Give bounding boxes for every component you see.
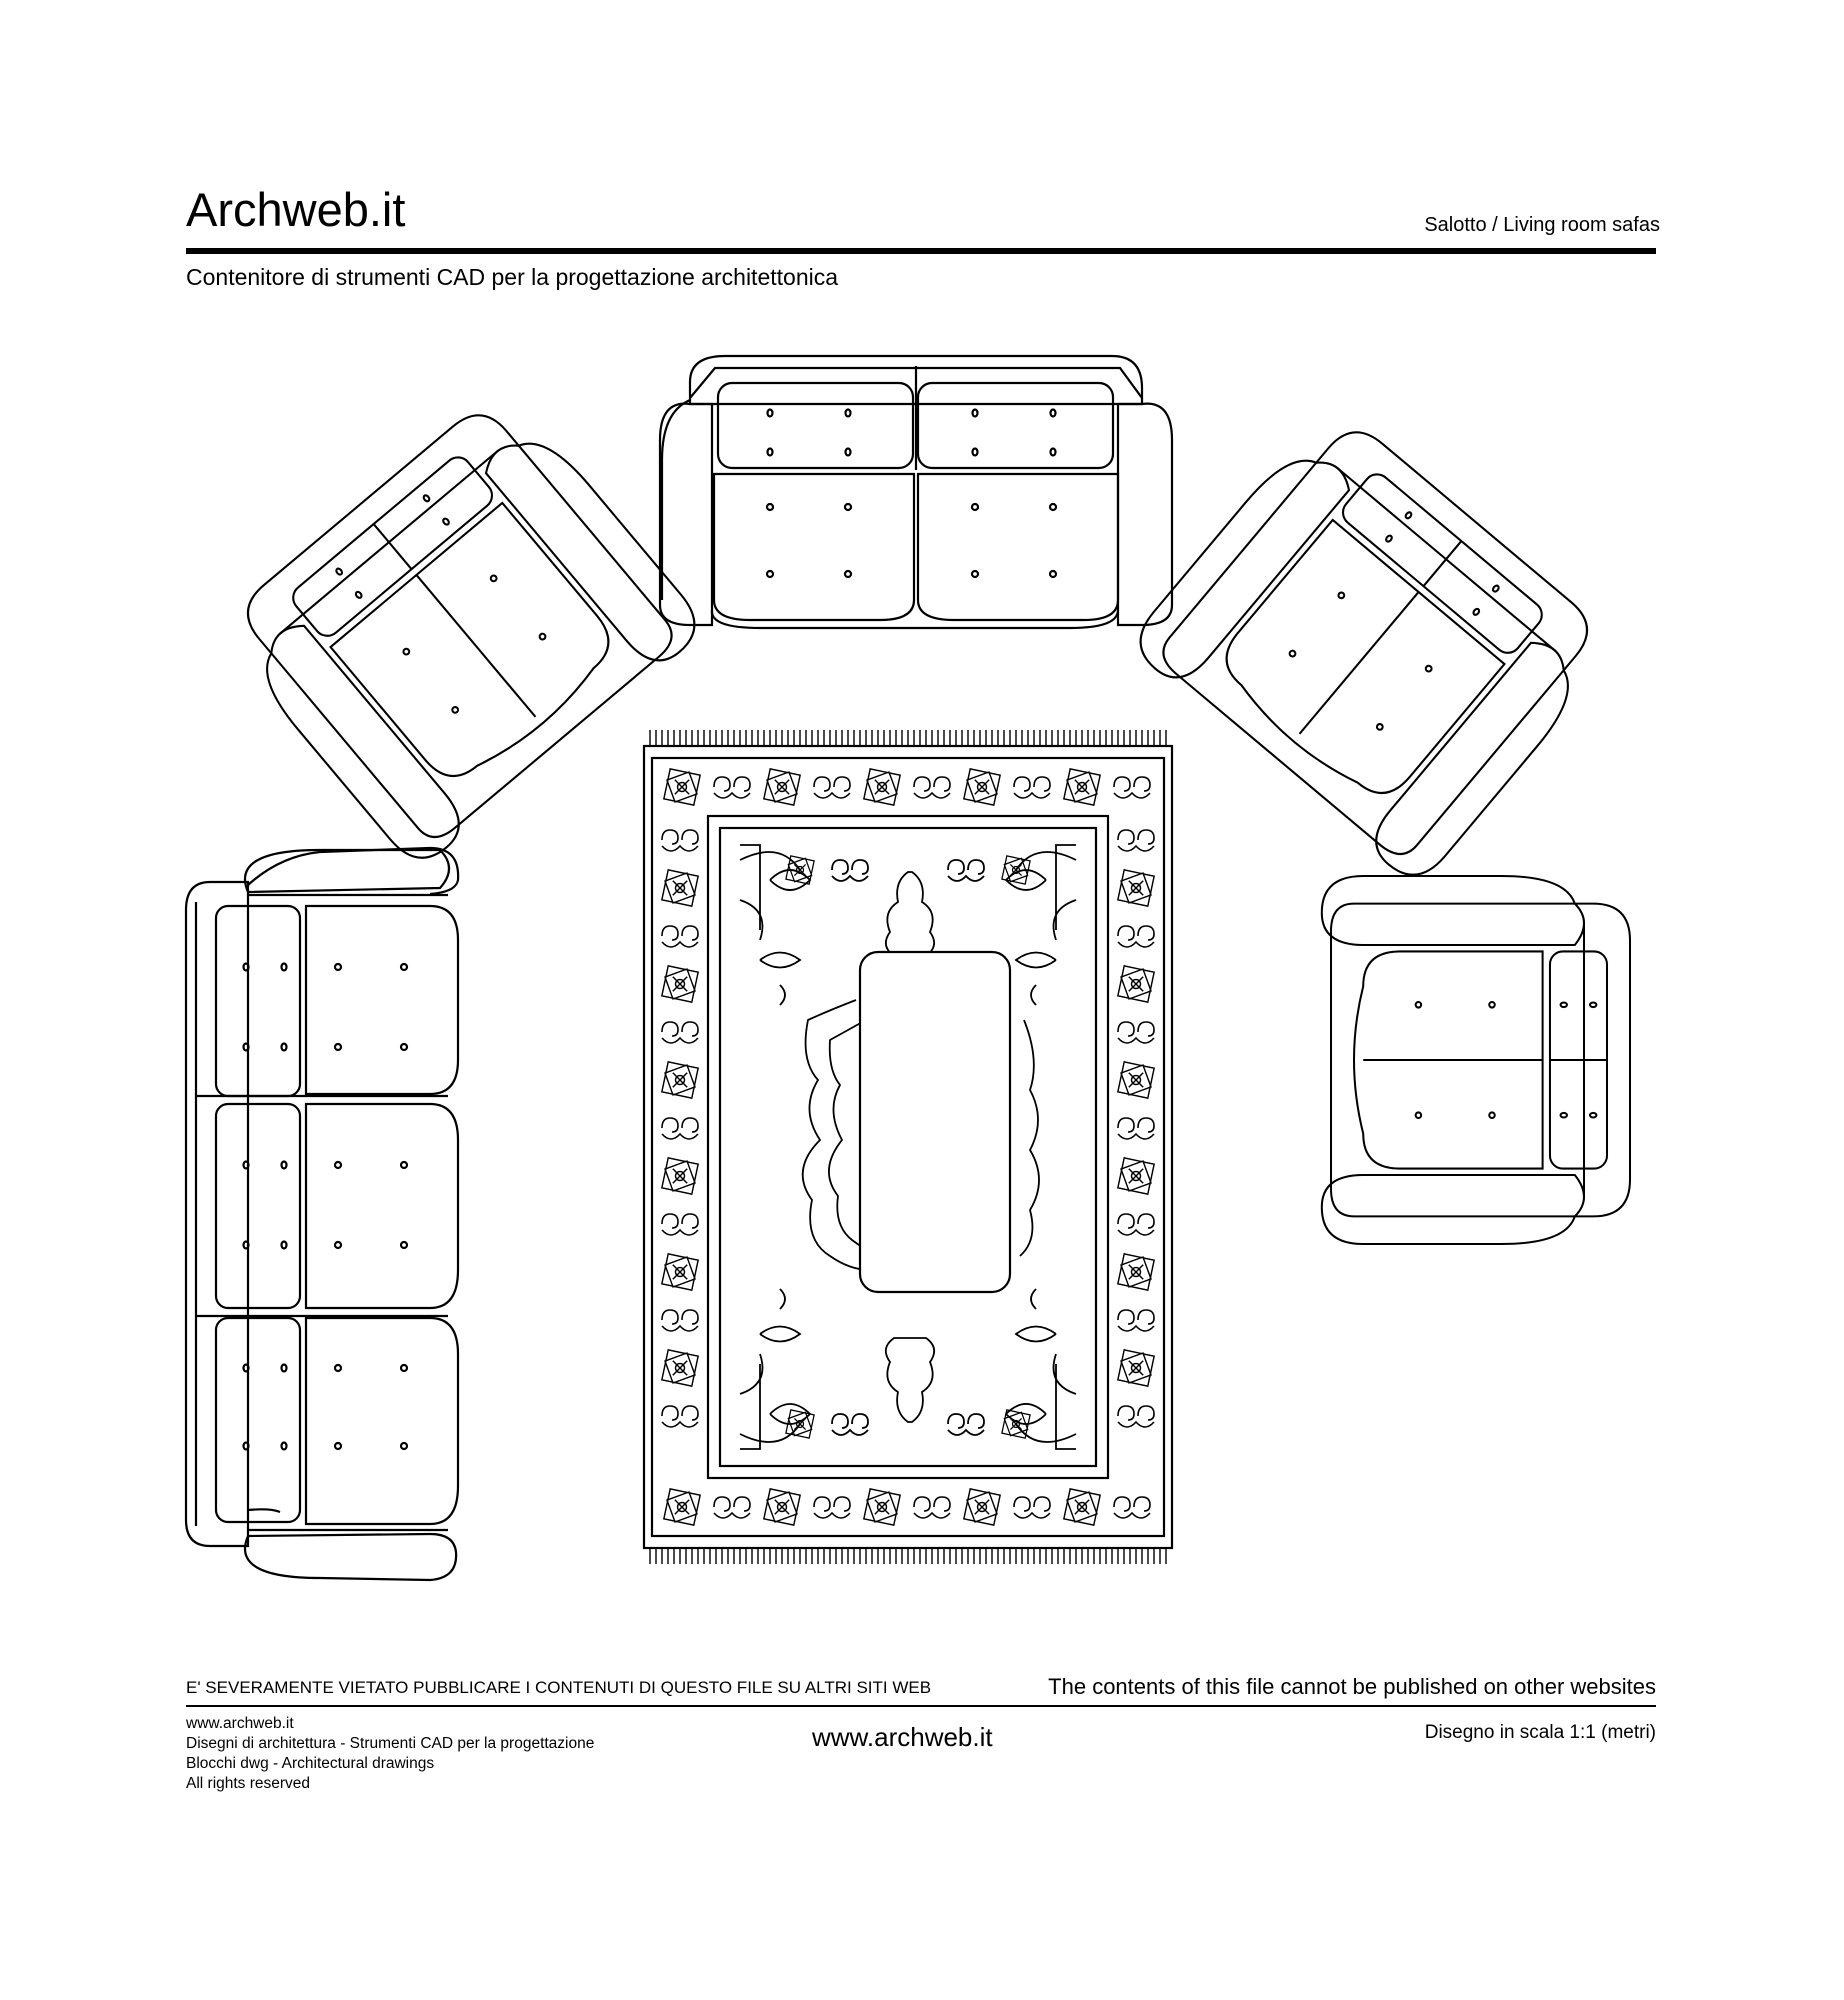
website-url[interactable]: www.archweb.it — [812, 1722, 993, 1752]
footer-info-line: Blocchi dwg - Architectural drawings — [186, 1755, 435, 1772]
coffee-table — [858, 950, 1012, 1294]
armchair-right — [1320, 874, 1632, 1246]
subtitle: Contenitore di strumenti CAD per la prog… — [186, 264, 839, 290]
warning-english: The contents of this file cannot be publ… — [1048, 1674, 1656, 1699]
footer-divider — [186, 1705, 1656, 1707]
footer-info-line: www.archweb.it — [186, 1715, 294, 1732]
armchair-top-right — [1125, 399, 1624, 890]
section-title: Salotto / Living room safas — [1424, 214, 1660, 236]
footer-info-line: Disegni di architettura - Strumenti CAD … — [186, 1735, 595, 1752]
sofa-left — [184, 846, 460, 1582]
sofa-top — [658, 354, 1174, 630]
header-divider — [186, 248, 1656, 254]
rug — [642, 730, 1174, 1564]
armchair-top-left — [211, 382, 710, 873]
warning-italian: E' SEVERAMENTE VIETATO PUBBLICARE I CONT… — [186, 1678, 932, 1697]
footer-info: www.archweb.it Disegni di architettura -… — [186, 1714, 594, 1794]
drawing-scale: Disegno in scala 1:1 (metri) — [1424, 1722, 1656, 1743]
brand-logo: Archweb.it — [186, 183, 406, 236]
footer-info-line: All rights reserved — [186, 1775, 311, 1792]
